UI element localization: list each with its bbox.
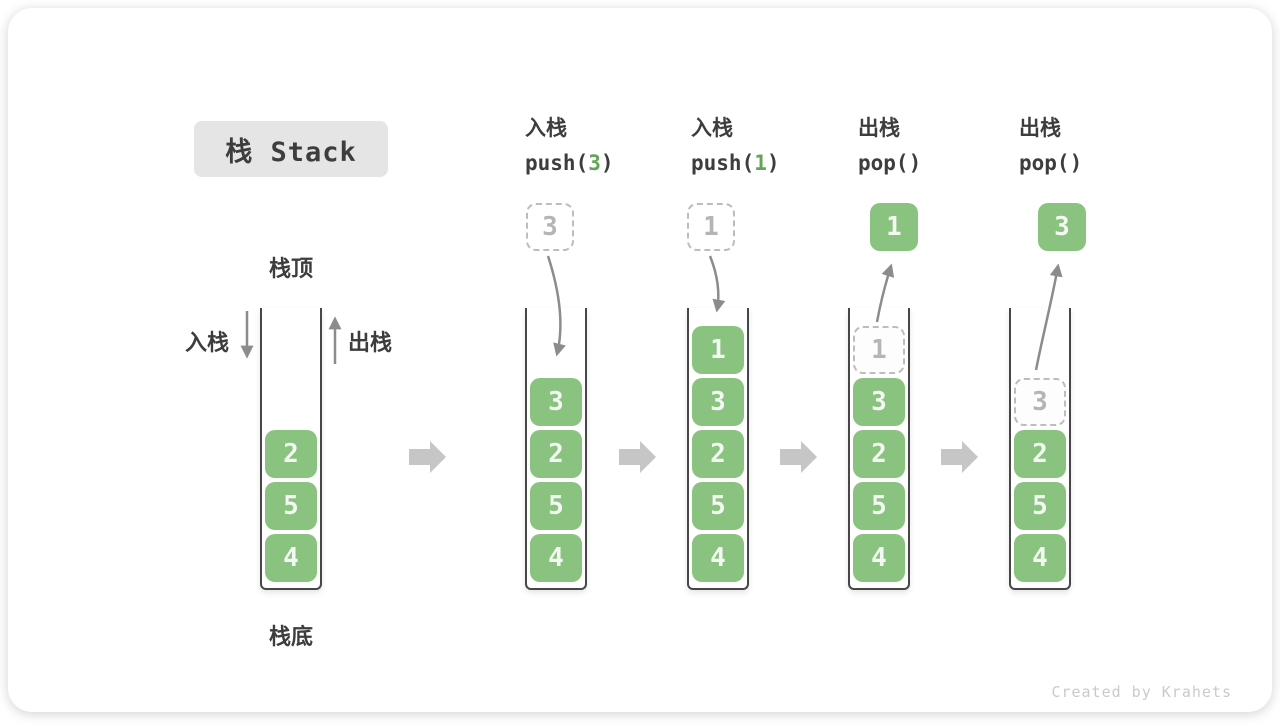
stack-cell: 4	[1014, 534, 1066, 582]
op-code: pop()	[858, 151, 922, 175]
stack-state-initial: 2 5 4	[260, 308, 322, 590]
transition-arrow-icon	[619, 441, 656, 473]
push-side-label: 入栈	[185, 331, 230, 356]
popped-value-box: 1	[870, 203, 918, 251]
stack-cell: 5	[853, 482, 905, 530]
ghost-cell: 1	[853, 326, 905, 374]
stack-cell: 2	[1014, 430, 1066, 478]
stack-cell: 4	[692, 534, 744, 582]
diagram-card: 栈 Stack 入栈 push(3) 入栈 push(1) 出栈 pop() 出…	[8, 8, 1272, 712]
header-push-1: 入栈 push(1)	[691, 114, 780, 177]
transition-arrow-icon	[780, 441, 817, 473]
op-code: pop()	[1019, 151, 1083, 175]
stack-cell: 3	[692, 378, 744, 426]
stack-cell: 2	[265, 430, 317, 478]
stack-cell: 3	[853, 378, 905, 426]
incoming-value-box: 1	[687, 203, 735, 251]
stack-cell: 5	[265, 482, 317, 530]
op-name: 出栈	[858, 116, 900, 140]
pop-side-label: 出栈	[348, 331, 393, 356]
stack-cell: 4	[530, 534, 582, 582]
title-badge: 栈 Stack	[194, 121, 388, 177]
popped-value-box: 3	[1038, 203, 1086, 251]
stack-bottom-label: 栈底	[268, 625, 313, 650]
stack-cell: 1	[692, 326, 744, 374]
stack-cell: 5	[530, 482, 582, 530]
arrows-layer	[240, 255, 1063, 473]
stack-cell: 2	[530, 430, 582, 478]
stack-top-label: 栈顶	[268, 257, 313, 282]
stack-cell: 4	[265, 534, 317, 582]
stack-cell: 4	[853, 534, 905, 582]
stack-state-after-pop2: 3 2 5 4	[1009, 308, 1071, 590]
incoming-value-box: 3	[526, 203, 574, 251]
stack-cell: 2	[692, 430, 744, 478]
op-name: 入栈	[691, 116, 733, 140]
header-pop-first: 出栈 pop()	[858, 114, 921, 177]
ghost-cell: 3	[1014, 378, 1066, 426]
op-code: push(3)	[525, 151, 614, 175]
stack-cell: 5	[1014, 482, 1066, 530]
push1-arrow-icon	[708, 255, 726, 313]
op-name: 入栈	[525, 116, 567, 140]
stack-state-after-pop1: 1 3 2 5 4	[848, 308, 910, 590]
header-pop-second: 出栈 pop()	[1019, 114, 1082, 177]
watermark: Created by Krahets	[1051, 683, 1232, 701]
op-code: push(1)	[691, 151, 780, 175]
header-push-3: 入栈 push(3)	[525, 114, 614, 177]
stack-cell: 2	[853, 430, 905, 478]
stack-state-after-push1: 1 3 2 5 4	[687, 308, 749, 590]
stack-cell: 5	[692, 482, 744, 530]
transition-arrow-icon	[941, 441, 978, 473]
stack-cell: 3	[530, 378, 582, 426]
transition-arrow-icon	[409, 441, 446, 473]
op-name: 出栈	[1019, 116, 1061, 140]
stack-state-after-push3: 3 2 5 4	[525, 308, 587, 590]
